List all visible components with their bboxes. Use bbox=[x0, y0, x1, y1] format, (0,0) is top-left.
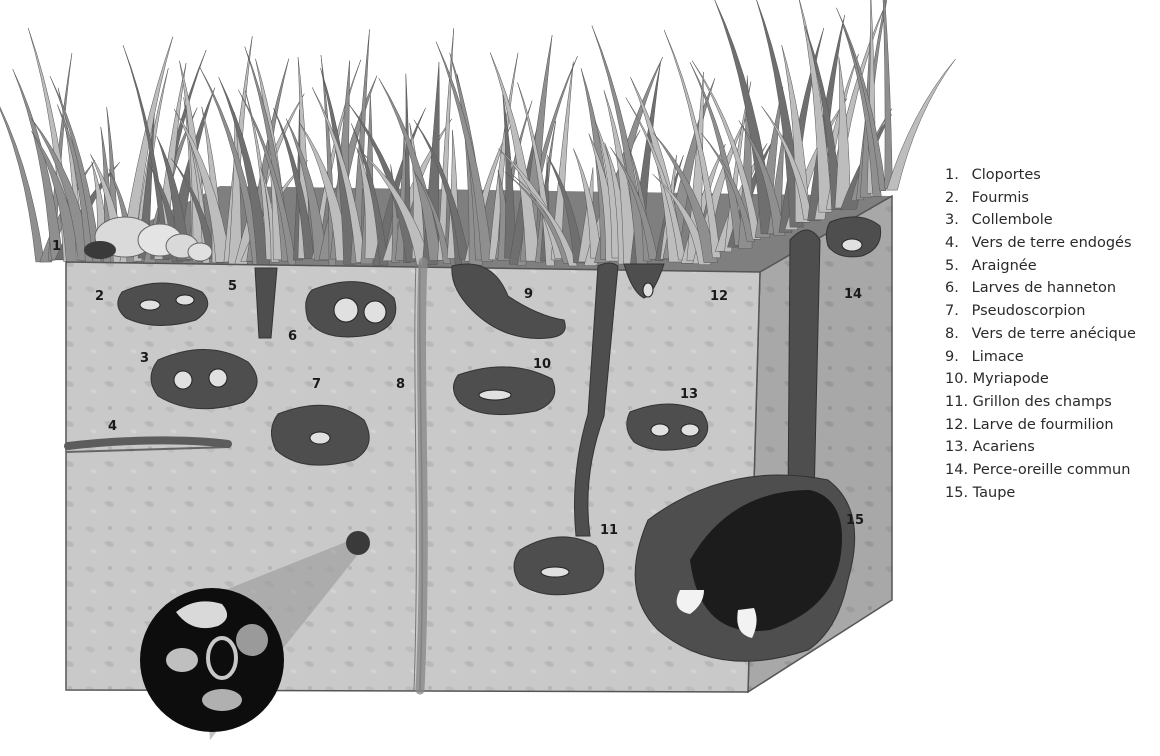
springtail-chamber bbox=[151, 349, 257, 408]
legend-number: 2. bbox=[945, 187, 967, 210]
legend-label: Araignée bbox=[972, 258, 1037, 274]
legend-label: Perce-oreille commun bbox=[973, 462, 1131, 478]
legend-label: Fourmis bbox=[972, 190, 1029, 206]
ant-chamber bbox=[118, 283, 208, 326]
legend-item: 12. Larve de fourmilion bbox=[945, 414, 1157, 437]
legend-item: 7. Pseudoscorpion bbox=[945, 300, 1157, 323]
legend-number: 11. bbox=[945, 391, 968, 414]
legend-number: 4. bbox=[945, 232, 967, 255]
legend-number: 14. bbox=[945, 459, 968, 482]
marker-4: 4 bbox=[108, 419, 117, 434]
legend-item: 9. Limace bbox=[945, 346, 1157, 369]
grass-blade bbox=[881, 0, 892, 189]
legend-label: Cloportes bbox=[972, 167, 1041, 183]
marker-3: 3 bbox=[140, 351, 149, 366]
legend-number: 5. bbox=[945, 255, 967, 278]
legend-number: 6. bbox=[945, 277, 967, 300]
legend-label: Vers de terre endogés bbox=[972, 235, 1132, 251]
legend-label: Myriapode bbox=[973, 371, 1049, 387]
marker-15: 15 bbox=[846, 513, 864, 528]
legend-number: 8. bbox=[945, 323, 967, 346]
anecic-earthworm bbox=[420, 262, 423, 690]
marker-7: 7 bbox=[312, 377, 321, 392]
legend-item: 10. Myriapode bbox=[945, 368, 1157, 391]
legend-item: 2. Fourmis bbox=[945, 187, 1157, 210]
marker-8: 8 bbox=[396, 377, 405, 392]
legend-number: 10. bbox=[945, 368, 968, 391]
legend-number: 3. bbox=[945, 209, 967, 232]
marker-2: 2 bbox=[95, 289, 104, 304]
legend-item: 4. Vers de terre endogés bbox=[945, 232, 1157, 255]
marker-13: 13 bbox=[680, 387, 698, 402]
legend-number: 9. bbox=[945, 346, 967, 369]
legend-item: 5. Araignée bbox=[945, 255, 1157, 278]
marker-10: 10 bbox=[533, 357, 551, 372]
legend-number: 1. bbox=[945, 164, 967, 187]
legend-number: 7. bbox=[945, 300, 967, 323]
marker-1: 1 bbox=[52, 239, 61, 254]
mole-tunnel bbox=[788, 230, 820, 508]
legend-label: Collembole bbox=[972, 212, 1053, 228]
legend-number: 12. bbox=[945, 414, 968, 437]
legend-label: Vers de terre anécique bbox=[972, 326, 1136, 342]
legend-item: 8. Vers de terre anécique bbox=[945, 323, 1157, 346]
legend-item: 1. Cloportes bbox=[945, 164, 1157, 187]
legend-item: 6. Larves de hanneton bbox=[945, 277, 1157, 300]
legend-label: Acariens bbox=[973, 439, 1035, 455]
marker-9: 9 bbox=[524, 287, 533, 302]
legend-label: Larves de hanneton bbox=[972, 280, 1116, 296]
legend-item: 14. Perce-oreille commun bbox=[945, 459, 1157, 482]
legend-label: Limace bbox=[972, 349, 1024, 365]
grass-blade bbox=[0, 88, 44, 262]
legend-item: 13. Acariens bbox=[945, 436, 1157, 459]
legend-label: Pseudoscorpion bbox=[972, 303, 1086, 319]
legend-item: 3. Collembole bbox=[945, 209, 1157, 232]
legend-label: Larve de fourmilion bbox=[973, 417, 1114, 433]
marker-6: 6 bbox=[288, 329, 297, 344]
marker-14: 14 bbox=[844, 287, 862, 302]
legend-number: 15. bbox=[945, 482, 968, 505]
marker-5: 5 bbox=[228, 279, 237, 294]
legend-item: 11. Grillon des champs bbox=[945, 391, 1157, 414]
cricket-chamber bbox=[514, 537, 604, 595]
legend-item: 15. Taupe bbox=[945, 482, 1157, 505]
legend-number: 13. bbox=[945, 436, 968, 459]
legend-label: Grillon des champs bbox=[973, 394, 1112, 410]
soil-particle-dot bbox=[346, 531, 370, 555]
marker-12: 12 bbox=[710, 289, 728, 304]
legend-label: Taupe bbox=[973, 485, 1016, 501]
marker-11: 11 bbox=[600, 523, 618, 538]
